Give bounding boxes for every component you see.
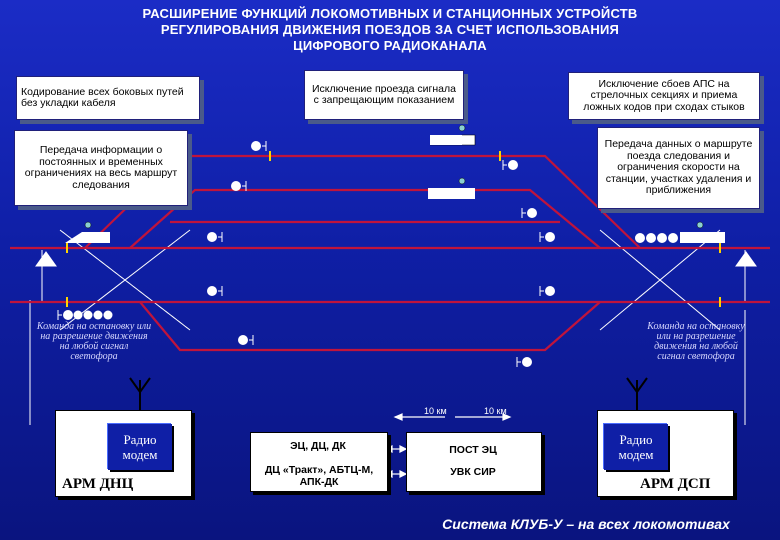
- command-text-left: Команда на остановку или на разрешение д…: [36, 321, 152, 362]
- right-radio-modem: Радио модем: [604, 424, 668, 470]
- box-exclusion-pass: Исключение проезда сигнала с запрещающим…: [304, 70, 464, 120]
- center-arrows: [384, 413, 512, 478]
- warning-triangle-icon: [35, 251, 57, 267]
- title-line-3: ЦИФРОВОГО РАДИОКАНАЛА: [293, 38, 487, 53]
- signal-icon: [231, 181, 247, 191]
- center-top-left-label: ЭЦ, ДЦ, ДК: [290, 440, 346, 452]
- signal-icon: [516, 357, 532, 367]
- siding-track-2: [129, 188, 601, 249]
- signals: [57, 141, 555, 367]
- locomotive-icon: [635, 221, 725, 243]
- locomotive-icon: [65, 221, 110, 243]
- signal-icon: [539, 232, 555, 242]
- left-radio-modem: Радио модем: [108, 424, 172, 470]
- command-text-right: Команда на остановку или на разрешение д…: [647, 321, 745, 362]
- warning-triangles: [35, 251, 757, 267]
- signal-icon: [207, 286, 223, 296]
- wagon-icon: [73, 310, 113, 320]
- locomotive-icon: [429, 124, 476, 146]
- center-right-panel: [406, 432, 542, 492]
- center-bottom-right-label: УВК СИР: [450, 466, 496, 478]
- box-route-data: Передача данных о маршруте поезда следов…: [597, 127, 760, 209]
- center-left-panel: [250, 432, 388, 492]
- box-info-transfer: Передача информации о постоянных и време…: [14, 130, 188, 206]
- center-bottom-left-label: ДЦ «Тракт», АБТЦ-М, АПК-ДК: [264, 464, 374, 488]
- tracks: [10, 154, 770, 352]
- title-line-2: РЕГУЛИРОВАНИЯ ДВИЖЕНИЯ ПОЕЗДОВ ЗА СЧЕТ И…: [160, 22, 620, 37]
- signal-icon: [207, 232, 223, 242]
- signal-icon: [521, 208, 537, 218]
- locomotives: [65, 124, 725, 320]
- signal-icon: [57, 310, 73, 320]
- locomotive-icon: [428, 177, 475, 199]
- antenna-icon: [626, 377, 648, 410]
- insulating-joints: [66, 151, 721, 307]
- radio-beam-4: [599, 229, 721, 331]
- lower-siding-track: [139, 301, 601, 352]
- left-arm-label: АРМ ДНЦ: [62, 476, 134, 492]
- title-line-1: РАСШИРЕНИЕ ФУНКЦИЙ ЛОКОМОТИВНЫХ И СТАНЦИ…: [142, 6, 638, 21]
- distance-right: 10 км: [484, 406, 507, 416]
- box-aps-fail: Исключение сбоев АПС на стрелочных секци…: [568, 72, 760, 120]
- signal-icon: [238, 335, 254, 345]
- warning-triangle-icon: [735, 251, 757, 267]
- box-coding: Кодирование всех боковых путей без уклад…: [16, 76, 200, 120]
- footer-caption: Система КЛУБ-У – на всех локомотивах: [442, 516, 730, 532]
- antenna-icon: [129, 377, 151, 410]
- right-arm-label: АРМ ДСП: [640, 476, 711, 492]
- signal-icon: [251, 141, 267, 151]
- page-title: РАСШИРЕНИЕ ФУНКЦИЙ ЛОКОМОТИВНЫХ И СТАНЦИ…: [70, 6, 710, 54]
- antennas: [129, 377, 648, 410]
- center-top-right-label: ПОСТ ЭЦ: [449, 444, 497, 456]
- signal-icon: [502, 160, 518, 170]
- distance-left: 10 км: [424, 406, 447, 416]
- signal-icon: [539, 286, 555, 296]
